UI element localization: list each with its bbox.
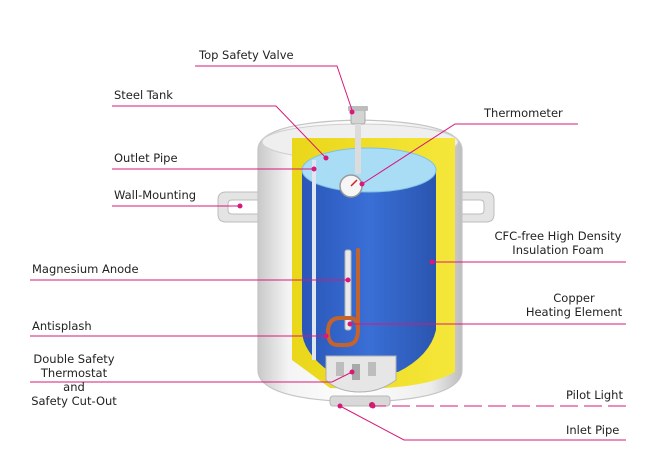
leader-thermometer — [361, 123, 578, 185]
top-safety-valve — [348, 106, 368, 125]
leader-dots — [237, 109, 435, 409]
thermometer-dial — [339, 174, 363, 198]
leader-steel-tank — [112, 105, 327, 159]
outlet-pipe-top — [355, 124, 361, 174]
leader-double-safety — [30, 371, 353, 383]
label-steel-tank: Steel Tank — [114, 88, 173, 102]
leader-top-safety-valve — [195, 65, 353, 111]
bottom-cap — [329, 395, 391, 407]
label-outlet-pipe: Outlet Pipe — [114, 151, 178, 165]
label-insulation: CFC-free High Density Insulation Foam — [494, 229, 622, 257]
wall-mounting-right — [457, 191, 495, 223]
magnesium-anode — [344, 249, 352, 331]
label-thermometer: Thermometer — [484, 106, 563, 120]
label-antisplash: Antisplash — [32, 319, 92, 333]
label-double-safety: Double Safety Thermostat and Safety Cut-… — [31, 352, 117, 408]
outlet-pipe — [312, 160, 316, 360]
thermostat-block — [325, 355, 397, 393]
label-pilot-light: Pilot Light — [566, 388, 623, 402]
label-top-safety-valve: Top Safety Valve — [199, 48, 294, 62]
label-inlet-pipe: Inlet Pipe — [566, 423, 620, 437]
label-magnesium-anode: Magnesium Anode — [32, 262, 139, 276]
copper-heating-element — [325, 248, 360, 347]
label-copper: Copper Heating Element — [525, 291, 623, 319]
leader-lines — [30, 65, 626, 441]
leader-inlet-pipe — [339, 405, 626, 441]
label-wall-mounting: Wall-Mounting — [114, 188, 197, 202]
steel-tank — [301, 147, 437, 372]
